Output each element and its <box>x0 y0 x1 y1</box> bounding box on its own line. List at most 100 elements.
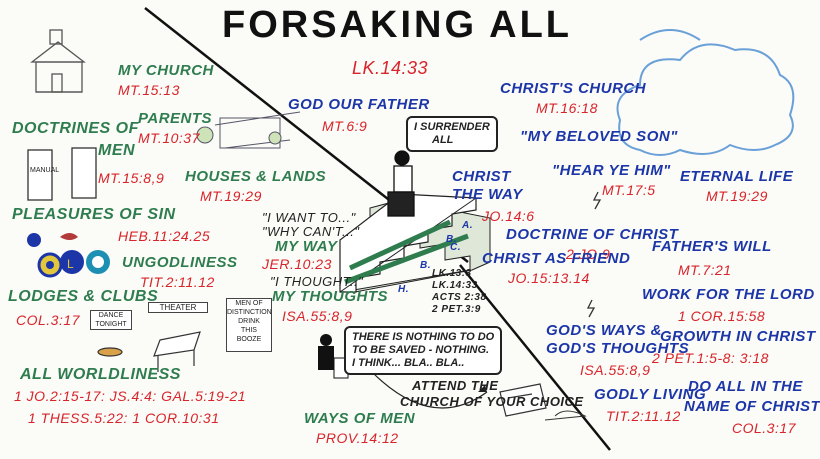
godly-living-ref: TIT.2:11.12 <box>606 408 681 424</box>
staircase-drawing <box>339 193 491 293</box>
godly-living-label: GODLY LIVING <box>594 386 707 403</box>
ungodliness-label: UNGODLINESS <box>122 254 238 271</box>
dance-sign: DANCE TONIGHT <box>90 310 132 330</box>
attend-caption-1: ATTEND THE <box>412 378 499 393</box>
stair-letter-c: C. <box>450 242 461 253</box>
lodges-clubs-label: LODGES & CLUBS <box>8 288 159 305</box>
gods-ways-label-2: GOD'S THOUGHTS <box>546 340 690 357</box>
ways-of-men-ref: PROV.14:12 <box>316 430 399 446</box>
main-reference: LK.14:33 <box>352 58 429 78</box>
doctrines-of-men-label-2: MEN <box>98 142 136 159</box>
stair-ref-3: ACTS 2:38 <box>432 292 487 303</box>
arrow-head <box>478 385 487 392</box>
church-building-drawing <box>30 29 86 93</box>
work-for-lord-ref: 1 COR.15:58 <box>678 308 766 324</box>
why-cant-text: "WHY CAN'T..." <box>262 224 360 239</box>
houses-lands-ref: MT.19:29 <box>200 188 262 204</box>
christs-church-ref: MT.16:18 <box>536 100 598 116</box>
surrender-speech-bubble: I SURRENDER ALL <box>406 116 498 152</box>
books-drawing <box>27 147 97 201</box>
pleasures-of-sin-ref: HEB.11:24.25 <box>118 228 211 244</box>
nothing-line-2: TO BE SAVED - NOTHING. <box>352 344 490 356</box>
parents-ref: MT.10:37 <box>138 130 200 146</box>
fathers-will-label: FATHER'S WILL <box>652 238 772 255</box>
attend-caption-2: CHURCH OF YOUR CHOICE <box>400 394 584 409</box>
eternal-life-label: ETERNAL LIFE <box>680 168 794 185</box>
stair-ref-1: LK.13:3 <box>432 268 472 279</box>
growth-in-christ-label: GROWTH IN CHRIST <box>660 328 816 345</box>
my-way-ref: JER.10:23 <box>262 256 332 272</box>
surrender-line-2: ALL <box>432 134 454 146</box>
nothing-speech-bubble: THERE IS NOTHING TO DO TO BE SAVED - NOT… <box>344 326 503 375</box>
christ-as-friend-label: CHRIST AS FRIEND <box>482 250 631 267</box>
christs-church-label: CHRIST'S CHURCH <box>500 80 647 97</box>
stair-ref-2: LK.14:33 <box>432 280 478 291</box>
my-thoughts-ref: ISA.55:8,9 <box>282 308 353 324</box>
stair-ref-4: 2 PET.3:9 <box>432 304 481 315</box>
booze-sign-line-3: DRINK <box>238 318 260 325</box>
fathers-will-ref: MT.7:21 <box>678 262 732 278</box>
gods-ways-ref: ISA.55:8,9 <box>580 362 651 378</box>
dance-sign-line-1: DANCE <box>98 312 124 319</box>
booze-sign-line-1: MEN OF <box>235 300 263 307</box>
work-for-lord-label: WORK FOR THE LORD <box>642 286 815 303</box>
divider-lower-line <box>459 264 611 451</box>
cloud-drawing <box>616 29 795 156</box>
christ-the-way-label-2: THE WAY <box>452 186 523 203</box>
doctrine-of-christ-ref: 2 JO.9 <box>566 246 611 262</box>
doctrine-of-christ-label: DOCTRINE OF CHRIST <box>506 226 679 243</box>
house-drawing <box>196 111 301 149</box>
booze-sign: MEN OF DISTINCTION DRINK THIS BOOZE <box>226 298 272 352</box>
christ-the-way-ref: JO.14:6 <box>482 208 535 224</box>
nothing-line-1: THERE IS NOTHING TO DO <box>352 331 495 343</box>
my-church-ref: MT.15:13 <box>118 82 180 98</box>
doctrines-of-men-ref: MT.15:8,9 <box>98 170 165 186</box>
lightning-bolts <box>586 191 602 318</box>
hear-ye-him-text: "HEAR YE HIM" <box>552 162 671 179</box>
eternal-life-ref: MT.19:29 <box>706 188 768 204</box>
i-thought-text: "I THOUGHT.." <box>270 274 364 289</box>
page-title: FORSAKING ALL <box>222 4 573 46</box>
theater-sign-text: THEATER <box>159 303 197 312</box>
booze-sign-line-2: DISTINCTION <box>227 309 272 316</box>
nothing-line-3: I THINK... BLA.. BLA.. <box>352 357 465 369</box>
stair-letter-h: H. <box>398 284 409 295</box>
cigarette-smoke-drawing <box>544 410 587 421</box>
theater-sign: THEATER <box>148 302 208 313</box>
christ-the-way-label-1: CHRIST <box>452 168 511 185</box>
do-all-label-2: NAME OF CHRIST <box>684 398 820 415</box>
houses-lands-label: HOUSES & LANDS <box>185 168 327 185</box>
my-church-label: MY CHURCH <box>118 62 214 79</box>
do-all-label-1: DO ALL IN THE <box>688 378 803 395</box>
beloved-son-text: "MY BELOVED SON" <box>520 128 678 145</box>
god-our-father-label: GOD OUR FATHER <box>288 96 430 113</box>
booze-sign-line-5: BOOZE <box>236 336 262 343</box>
stair-letter-a: A. <box>462 220 473 231</box>
surrender-line-1: I SURRENDER <box>414 121 490 133</box>
radio-drawing <box>499 383 547 417</box>
i-want-to-text: "I WANT TO..." <box>262 210 356 225</box>
my-thoughts-label: MY THOUGHTS <box>272 288 389 305</box>
god-our-father-ref: MT.6:9 <box>322 118 368 134</box>
ways-of-men-label: WAYS OF MEN <box>304 410 416 427</box>
manual-book-label: MANUAL <box>30 167 60 174</box>
gods-ways-label-1: GOD'S WAYS & <box>546 322 662 339</box>
man-climbing-stairs-drawing <box>387 150 415 217</box>
do-all-ref: COL.3:17 <box>732 420 796 436</box>
ungodliness-ref: TIT.2:11.12 <box>140 274 215 290</box>
svg-text:L: L <box>67 257 74 271</box>
hear-ye-him-ref: MT.17:5 <box>602 182 656 198</box>
arrow-curve <box>371 371 488 409</box>
my-way-label: MY WAY <box>275 238 338 255</box>
all-worldliness-ref-1: 1 JO.2:15-17: JS.4:4: GAL.5:19-21 <box>14 388 247 404</box>
all-worldliness-ref-2: 1 THESS.5:22: 1 COR.10:31 <box>28 410 220 426</box>
lodge-emblems-drawing: L <box>27 233 110 278</box>
doctrines-of-men-label: DOCTRINES OF <box>12 120 139 137</box>
parents-label: PARENTS <box>138 110 213 127</box>
all-worldliness-label: ALL WORLDLINESS <box>20 366 181 383</box>
stair-letter-b-1: B. <box>446 234 457 245</box>
growth-in-christ-ref: 2 PET.1:5-8: 3:18 <box>652 350 769 366</box>
stair-letter-b-2: B. <box>420 260 431 271</box>
lodges-clubs-ref: COL.3:17 <box>16 312 80 328</box>
pleasures-of-sin-label: PLEASURES OF SIN <box>12 206 176 223</box>
